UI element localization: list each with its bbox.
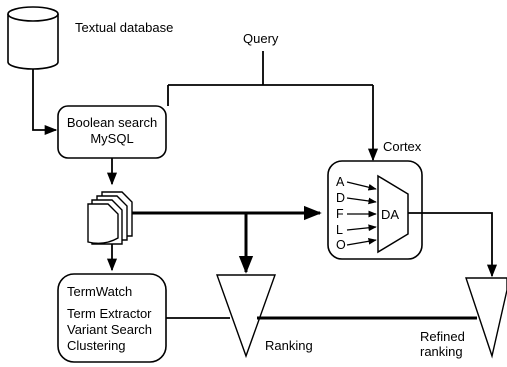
da-label: DA: [381, 207, 399, 222]
mysql-label: MySQL: [90, 131, 133, 146]
db-to-boolean-arrow: [32, 69, 58, 136]
cortex-label: Cortex: [383, 139, 422, 154]
database-label: Textual database: [75, 20, 173, 35]
da-block-icon: [377, 174, 409, 254]
cortex-input-a: A: [336, 175, 345, 189]
cortex-input-l: L: [336, 223, 343, 237]
boolean-search-label: Boolean search: [67, 115, 157, 130]
cortex-input-f: F: [336, 207, 344, 221]
refined-label: Refined: [420, 329, 465, 344]
clustering-label: Clustering: [67, 338, 126, 353]
query-label: Query: [243, 31, 279, 46]
refined-ranking-funnel-icon: [465, 277, 507, 359]
cortex-input-d: D: [336, 191, 345, 205]
ranking-funnel-icon: [216, 274, 276, 359]
termwatch-title: TermWatch: [67, 284, 132, 299]
cortex-input-o: O: [336, 238, 346, 252]
database-icon: [7, 6, 59, 70]
ranking-label: Ranking: [265, 338, 313, 353]
ranking-label-2: ranking: [420, 344, 463, 359]
variant-search-label: Variant Search: [67, 322, 152, 337]
documents-icon: [87, 191, 133, 245]
cortex-to-refined-arrow: [408, 212, 498, 278]
term-extractor-label: Term Extractor: [67, 306, 152, 321]
